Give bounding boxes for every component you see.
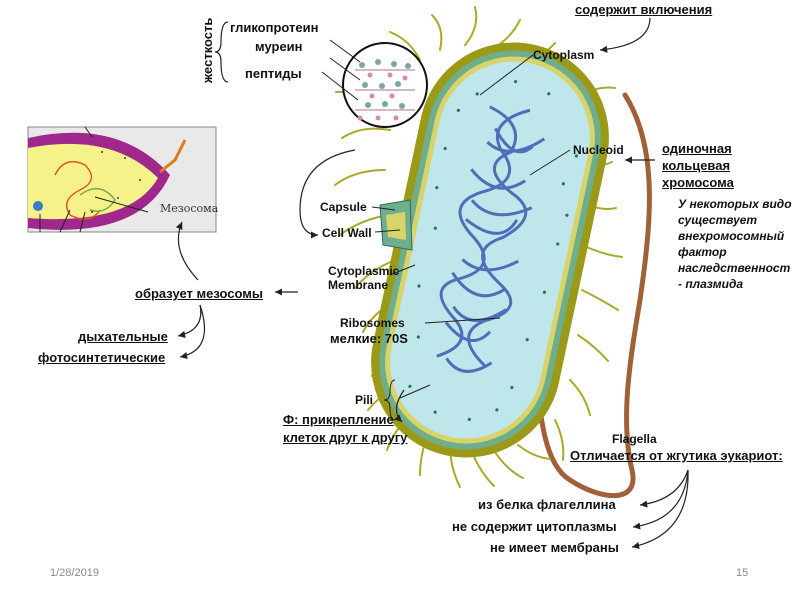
plasmid-line-2: существует — [678, 212, 800, 228]
chromosome-note-2: кольцевая — [662, 158, 730, 174]
plasmid-line-1: У некоторых видо — [678, 196, 800, 212]
pili-function-1: Ф: прикрепление — [283, 412, 394, 428]
flagella-diff-item-3: не имеет мембраны — [490, 540, 619, 556]
cell-wall-structure-inset — [343, 43, 427, 127]
flagella-diff-title: Отличается от жгутика эукариот: — [570, 448, 783, 464]
slide-date: 1/28/2019 — [50, 567, 99, 579]
flagella-label: Flagella — [612, 432, 657, 446]
pili-label: Pili — [355, 393, 373, 407]
plasmid-line-4: фактор — [678, 244, 800, 260]
membrane-cutaway — [386, 212, 406, 240]
ribosomes-label: Ribosomes — [340, 316, 405, 330]
chromosome-note-3: хромосома — [662, 175, 734, 191]
glycoprotein-label: гликопротеин — [230, 20, 318, 36]
slide-number: 15 — [736, 567, 748, 579]
mesosome-type-photosynthetic: фотосинтетические — [38, 350, 165, 366]
murein-label: муреин — [255, 39, 303, 55]
flagella-diff-item-2: не содержит цитоплазмы — [452, 519, 617, 535]
plasmid-line-5: наследственност — [678, 260, 800, 276]
pili-function-2: клеток друг к другу — [283, 430, 407, 446]
nucleoid-label: Nucleoid — [573, 143, 624, 157]
cell-wall-label: Cell Wall — [322, 226, 372, 240]
flagella-diff-item-1: из белка флагеллина — [478, 497, 616, 513]
ribosome-size-note: мелкие: 70S — [330, 331, 408, 347]
mesosome-inset — [28, 127, 216, 232]
cytoplasm-note: содержит включения — [575, 2, 712, 18]
wall-brace — [215, 22, 228, 82]
chromosome-note-1: одиночная — [662, 141, 732, 157]
mesosome-label: Мезосома — [160, 202, 218, 216]
capsule-label: Capsule — [320, 200, 367, 214]
cytoplasmic-membrane-label-1: Cytoplasmic — [328, 264, 399, 278]
cytoplasmic-membrane-label-2: Membrane — [328, 278, 388, 292]
mesosome-type-respiratory: дыхательные — [78, 329, 168, 345]
plasmid-line-6: - плазмида — [678, 276, 800, 292]
peptides-label: пептиды — [245, 66, 302, 82]
cytoplasm-label: Cytoplasm — [533, 48, 594, 62]
rigidity-label: жесткость — [200, 10, 216, 90]
membrane-note: образует мезосомы — [135, 286, 263, 302]
plasmid-note: У некоторых видо существует внехромосомн… — [678, 196, 800, 292]
plasmid-line-3: внехромосомный — [678, 228, 800, 244]
